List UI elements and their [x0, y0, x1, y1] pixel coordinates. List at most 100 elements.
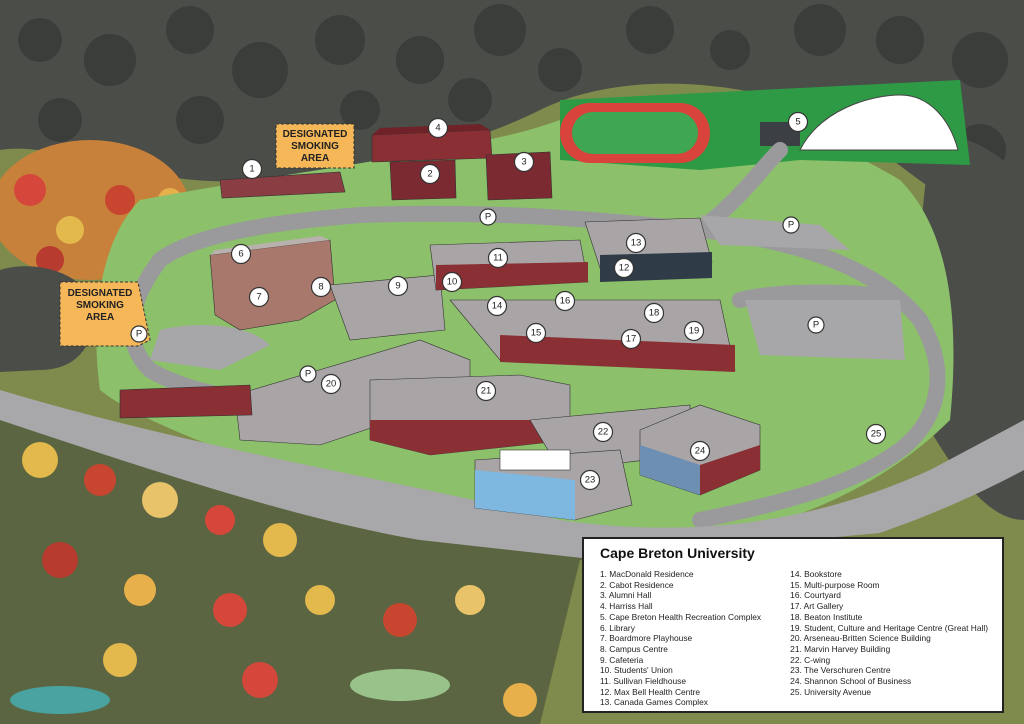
pond-west — [10, 686, 110, 714]
building-marker-11[interactable]: 11 — [487, 247, 509, 269]
building-marker-label: 9 — [395, 281, 400, 292]
smoking-area-line3: AREA — [301, 153, 329, 164]
building-marker-14[interactable]: 14 — [486, 295, 508, 317]
smoking-area-line3: AREA — [86, 312, 114, 323]
building-marker-label: 22 — [598, 427, 609, 438]
parking-icon: P — [299, 365, 317, 383]
legend-item: 14. Bookstore — [790, 569, 842, 579]
pond-east — [350, 669, 450, 701]
legend-item: 18. Beaton Institute — [790, 611, 863, 622]
legend-item: 20. Arseneau-Britten Science Building — [790, 633, 931, 644]
building-marker-8[interactable]: 8 — [310, 276, 332, 298]
building-marker-label: 2 — [427, 169, 432, 180]
building-marker-label: 15 — [531, 328, 542, 339]
building-marker-label: 5 — [795, 117, 800, 128]
building-marker-9[interactable]: 9 — [387, 275, 409, 297]
building-marker-20[interactable]: 20 — [320, 373, 342, 395]
legend-item: 25. University Avenue — [790, 686, 872, 697]
building-marker-18[interactable]: 18 — [643, 302, 665, 324]
building-marker-5[interactable]: 5 — [787, 111, 809, 133]
parking-icon: P — [782, 216, 800, 234]
building-marker-1[interactable]: 1 — [241, 158, 263, 180]
parking-icon: P — [130, 325, 148, 343]
legend-item: 8. Campus Centre — [600, 643, 668, 654]
legend-item: 12. Max Bell Health Centre — [600, 686, 701, 697]
legend-item: 7. Boardmore Playhouse — [600, 633, 693, 644]
building-marker-24[interactable]: 24 — [689, 440, 711, 462]
building-marker-label: 16 — [560, 296, 571, 307]
parking-label: P — [305, 369, 311, 380]
building-marker-17[interactable]: 17 — [620, 328, 642, 350]
building-marker-2[interactable]: 2 — [419, 163, 441, 185]
smoking-area-line2: SMOKING — [291, 141, 339, 152]
legend-item: 4. Harriss Hall — [600, 601, 653, 612]
smoking-area-line1: DESIGNATED — [283, 129, 348, 140]
building-marker-25[interactable]: 25 — [865, 423, 887, 445]
university-avenue — [0, 390, 1024, 576]
legend-item: 23. The Verschuren Centre — [790, 665, 891, 676]
legend-item: 5. Cape Breton Health Recreation Complex — [600, 611, 762, 622]
smoking-area-sign-north: DESIGNATED SMOKING AREA — [275, 123, 355, 169]
building-marker-23[interactable]: 23 — [579, 469, 601, 491]
legend-item: 10. Students' Union — [600, 665, 673, 676]
legend-item: 21. Marvin Harvey Building — [790, 643, 891, 654]
map-legend: Cape Breton University 1. MacDonald Resi… — [582, 537, 1004, 713]
building-marker-label: 12 — [619, 263, 630, 274]
building-marker-label: 21 — [481, 386, 492, 397]
parking-label: P — [485, 212, 491, 223]
building-marker-label: 25 — [871, 429, 882, 440]
building-marker-15[interactable]: 15 — [525, 322, 547, 344]
running-track — [560, 103, 710, 163]
parking-icon: P — [807, 316, 825, 334]
building-marker-10[interactable]: 10 — [441, 271, 463, 293]
building-marker-21[interactable]: 21 — [475, 380, 497, 402]
parking-label: P — [788, 220, 794, 231]
legend-item: 6. Library — [600, 622, 635, 633]
building-marker-22[interactable]: 22 — [592, 421, 614, 443]
legend-item: 11. Sullivan Fieldhouse — [600, 676, 686, 687]
legend-item: 22. C-wing — [790, 654, 831, 665]
building-marker-label: 24 — [695, 446, 706, 457]
legend-item: 9. Cafeteria — [600, 654, 644, 665]
parking-label: P — [136, 329, 142, 340]
building-marker-7[interactable]: 7 — [248, 286, 270, 308]
legend-item: 13. Canada Games Complex — [600, 697, 708, 708]
building-marker-label: 7 — [256, 292, 261, 303]
smoking-area-sign-west: DESIGNATED SMOKING AREA — [59, 281, 151, 347]
building-marker-3[interactable]: 3 — [513, 151, 535, 173]
buildings — [119, 124, 761, 521]
building-marker-label: 1 — [249, 164, 254, 175]
parking-markers: P P P P P — [130, 208, 825, 383]
building-marker-13[interactable]: 13 — [625, 232, 647, 254]
building-marker-label: 13 — [631, 238, 642, 249]
parking-label: P — [813, 320, 819, 331]
legend-title: Cape Breton University — [600, 545, 755, 561]
building-marker-label: 8 — [318, 282, 323, 293]
legend-item: 2. Cabot Residence — [600, 579, 674, 590]
legend-item: 3. Alumni Hall — [600, 590, 652, 601]
legend-item: 19. Student, Culture and Heritage Centre… — [790, 622, 988, 633]
building-marker-label: 17 — [626, 334, 637, 345]
recreation-dome — [799, 94, 959, 151]
smoking-area-line1: DESIGNATED — [68, 288, 133, 299]
building-marker-4[interactable]: 4 — [427, 117, 449, 139]
building-marker-label: 19 — [689, 326, 700, 337]
building-marker-19[interactable]: 19 — [683, 320, 705, 342]
autumn-trees-south — [22, 442, 537, 717]
building-marker-label: 14 — [492, 301, 503, 312]
building-marker-12[interactable]: 12 — [613, 257, 635, 279]
building-marker-label: 18 — [649, 308, 660, 319]
legend-item: 17. Art Gallery — [790, 601, 844, 612]
building-marker-label: 6 — [238, 249, 243, 260]
building-marker-label: 4 — [435, 123, 440, 134]
legend-item: 1. MacDonald Residence — [600, 569, 694, 579]
building-marker-label: 20 — [326, 379, 337, 390]
building-marker-label: 23 — [585, 475, 596, 486]
building-marker-6[interactable]: 6 — [230, 243, 252, 265]
building-marker-16[interactable]: 16 — [554, 290, 576, 312]
parking-icon: P — [479, 208, 497, 226]
